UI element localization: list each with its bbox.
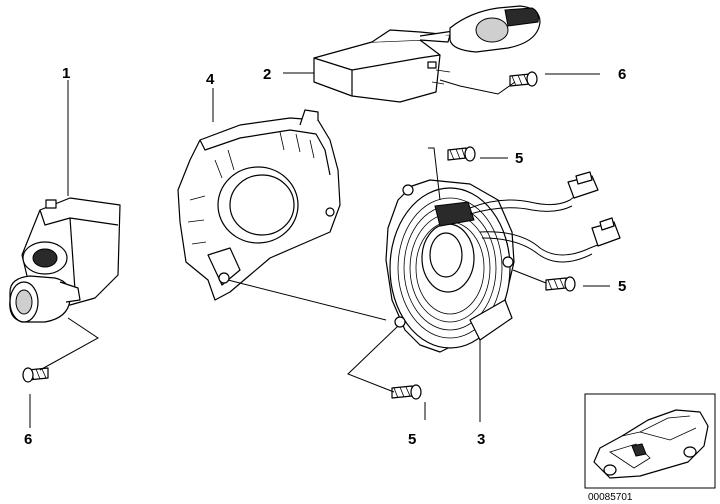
part-1-ignition-switch (9, 197, 121, 323)
callout-3: 3 (477, 431, 485, 448)
callout-6-bottom: 6 (24, 431, 32, 448)
car-location-inset (584, 393, 716, 489)
screw-5-top (447, 146, 476, 162)
screw-5-right (545, 276, 576, 292)
reference-number: 00085701 (588, 492, 633, 503)
callout-5-top: 5 (515, 150, 523, 167)
part-2-column-switch (313, 5, 541, 103)
callout-1: 1 (62, 65, 70, 82)
part-3-clock-spring (385, 171, 621, 353)
leader-lines (29, 72, 610, 428)
callout-5-right: 5 (618, 278, 626, 295)
callout-6-top: 6 (618, 66, 626, 83)
screw-5-bottom (391, 384, 422, 400)
screw-6-top (509, 71, 538, 87)
callout-5-bottom: 5 (408, 431, 416, 448)
part-4-column-cover (177, 109, 341, 301)
callout-2: 2 (263, 66, 271, 83)
screw-6-bottom (22, 367, 49, 383)
callout-4: 4 (206, 71, 215, 88)
